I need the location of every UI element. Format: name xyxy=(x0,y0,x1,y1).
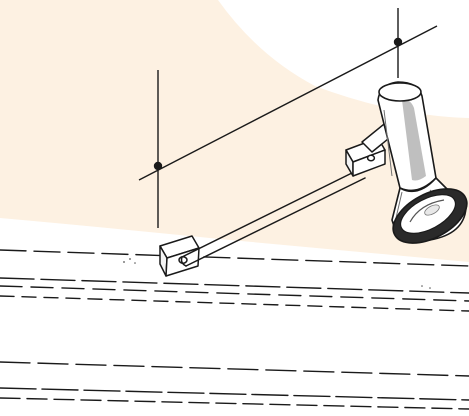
dashed-line-7 xyxy=(0,397,469,410)
dashed-line-3 xyxy=(0,285,469,302)
dashed-line-1 xyxy=(0,249,469,267)
speck-marks xyxy=(123,258,431,289)
dashed-guide-lines xyxy=(0,249,469,410)
dashed-line-4 xyxy=(0,295,469,312)
dot-right xyxy=(393,37,403,47)
dashed-line-5 xyxy=(0,361,469,377)
lamp-lens xyxy=(392,188,468,244)
diagonal-line xyxy=(138,25,438,181)
intersection-dots xyxy=(153,37,403,171)
lamp-arm xyxy=(180,169,366,267)
lamp-housing xyxy=(377,81,437,192)
dot-left xyxy=(153,161,163,171)
dashed-line-2 xyxy=(0,277,469,294)
dashed-line-6 xyxy=(0,387,469,401)
wall-mount-block xyxy=(159,235,200,277)
